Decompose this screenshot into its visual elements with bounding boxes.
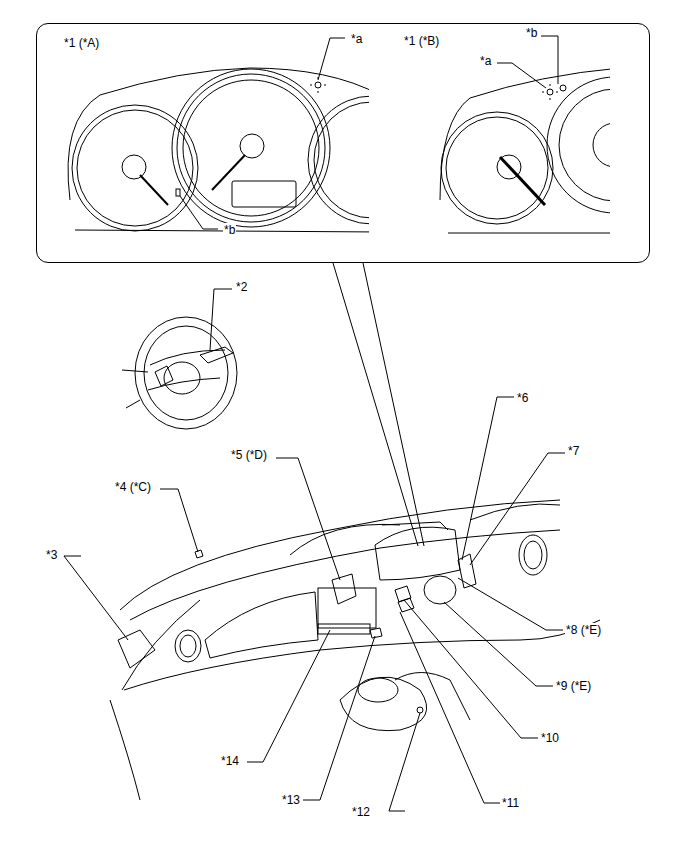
callout-panel: *1 (*A) *a *1 (*B) *b *a *b <box>36 23 650 263</box>
callout-number: *3 <box>45 548 58 562</box>
callout-number: *11 <box>501 796 520 810</box>
callout-label: *1 (*B) <box>403 34 440 48</box>
callout-number: *4 (*C) <box>114 480 152 494</box>
callout-number: *14 <box>220 754 240 768</box>
callout-label: *1 (*A) <box>63 36 100 50</box>
callout-number: *10 <box>540 731 560 745</box>
callout-number: *6 <box>516 391 529 405</box>
callout-number: *5 (*D) <box>230 448 268 462</box>
callout-number: *12 <box>351 805 371 819</box>
callout-label: *a <box>350 32 363 46</box>
callout-label: *b <box>223 223 236 237</box>
callout-number: *13 <box>281 793 301 807</box>
callout-number: *2 <box>235 280 248 294</box>
callout-number: *7 <box>567 444 580 458</box>
callout-number: *8 (*E) <box>565 623 602 637</box>
callout-label: *a <box>479 54 492 68</box>
callout-label: *b <box>525 26 538 40</box>
callout-number: *9 (*E) <box>555 679 592 693</box>
